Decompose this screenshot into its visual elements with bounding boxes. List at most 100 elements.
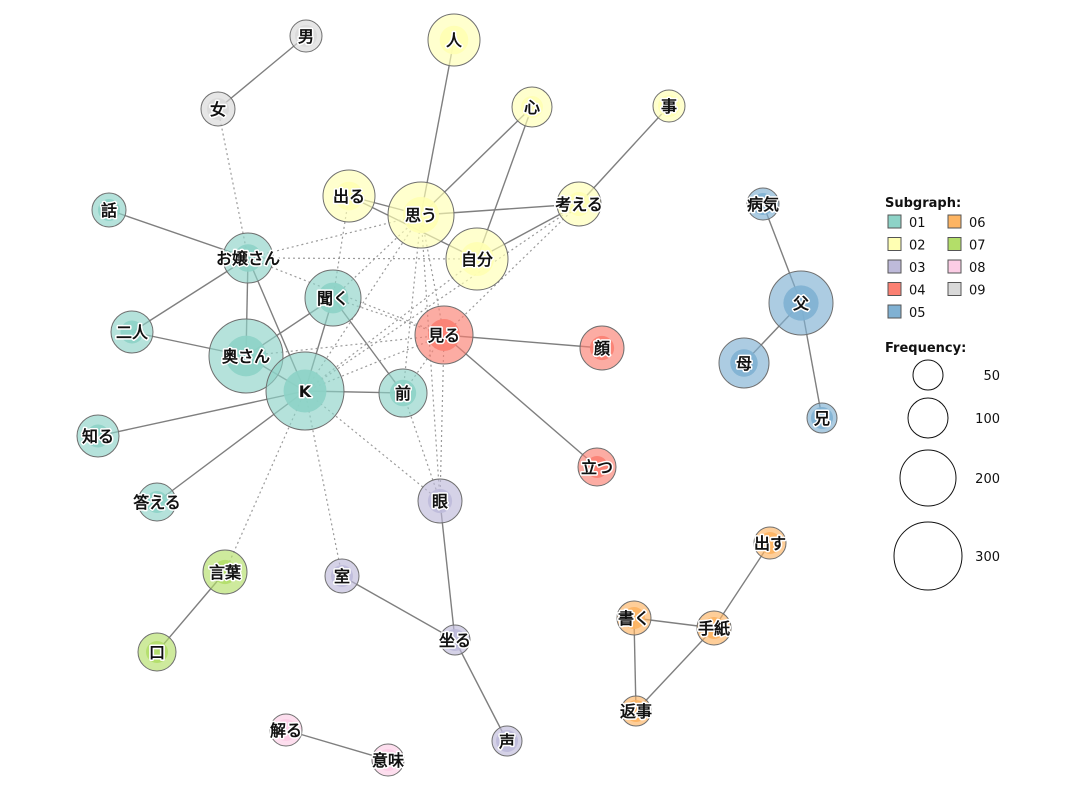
node-core: [120, 320, 144, 344]
node-core: [566, 191, 592, 217]
node-core: [625, 700, 647, 722]
node-お嬢さん[interactable]: お嬢さん: [214, 232, 282, 284]
node-女[interactable]: 女: [200, 91, 236, 127]
node-label: 声: [498, 732, 515, 751]
node-解る[interactable]: 解る: [268, 713, 304, 747]
node-母[interactable]: 母: [718, 337, 770, 389]
node-声[interactable]: 声: [491, 725, 523, 757]
edge-K-眼: [304, 390, 441, 502]
node-core: [427, 488, 453, 514]
legend-frequency-label: 200: [975, 472, 1000, 487]
node-label: 返事: [620, 702, 652, 721]
edge-眼-坐る: [439, 500, 456, 641]
node-core: [783, 285, 819, 321]
node-core: [703, 617, 725, 639]
legend-subgraph-07: 07: [947, 237, 986, 254]
node-core: [275, 719, 297, 741]
node-兄[interactable]: 兄: [806, 402, 838, 434]
node-父[interactable]: 父: [768, 270, 834, 336]
node-label: 言葉: [209, 563, 242, 582]
node-label: 事: [661, 97, 677, 116]
node-手紙[interactable]: 手紙: [696, 610, 732, 646]
node-core: [207, 98, 229, 120]
edge-お嬢さん-自分: [247, 257, 478, 260]
node-見る[interactable]: 見る: [414, 305, 474, 365]
legend-subgraph-label: 06: [969, 216, 986, 231]
node-考える[interactable]: 考える: [554, 181, 604, 227]
node-core: [98, 199, 120, 221]
node-core: [402, 196, 440, 234]
legend-subgraph-03: 03: [887, 259, 926, 276]
node-label: 病気: [747, 195, 779, 214]
node-出す[interactable]: 出す: [752, 526, 788, 560]
node-label: 答える: [133, 493, 181, 512]
legend-subgraph-01: 01: [887, 214, 926, 231]
node-label: 坐る: [439, 631, 471, 650]
node-知る[interactable]: 知る: [76, 414, 120, 458]
legend-frequency-200: 200: [899, 449, 1000, 507]
node-病気[interactable]: 病気: [745, 187, 781, 221]
legend-subgraph-label: 04: [909, 284, 926, 299]
node-core: [283, 369, 327, 413]
node-返事[interactable]: 返事: [618, 695, 654, 727]
node-label: 男: [298, 27, 314, 46]
edge-室-坐る: [341, 575, 456, 641]
node-人[interactable]: 人: [427, 13, 481, 67]
edge-奥さん-見る: [245, 334, 445, 357]
node-core: [444, 629, 466, 651]
legend-swatch: [947, 237, 962, 251]
node-K[interactable]: K: [265, 351, 345, 431]
node-立つ[interactable]: 立つ: [577, 447, 617, 487]
node-label: 出る: [333, 187, 365, 206]
legend-swatch: [947, 282, 962, 296]
node-自分[interactable]: 自分: [445, 227, 509, 291]
node-思う[interactable]: 思う: [387, 181, 455, 249]
node-label: 思う: [405, 206, 437, 225]
node-心[interactable]: 心: [511, 86, 553, 128]
node-二人[interactable]: 二人: [110, 310, 154, 354]
legend-subgraph-label: 02: [909, 239, 926, 254]
node-label: 出す: [754, 534, 786, 553]
node-label: 口: [149, 643, 165, 662]
node-label: 前: [395, 384, 411, 403]
legend-swatch: [887, 237, 902, 251]
node-顔[interactable]: 顔: [579, 325, 625, 371]
node-事[interactable]: 事: [652, 89, 686, 123]
legend-frequency-label: 50: [983, 369, 1000, 384]
edge-見る-立つ: [443, 334, 598, 468]
node-core: [295, 25, 317, 47]
node-答える[interactable]: 答える: [132, 482, 182, 522]
node-label: 顔: [593, 339, 611, 358]
legend-subgraph-label: 09: [969, 284, 986, 299]
node-core: [331, 565, 353, 587]
node-書く[interactable]: 書く: [616, 600, 652, 636]
node-core: [439, 25, 469, 55]
node-label: 兄: [813, 409, 830, 428]
node-label: お嬢さん: [216, 249, 280, 268]
node-聞く[interactable]: 聞く: [304, 269, 362, 327]
node-label: 聞く: [317, 289, 349, 308]
node-core: [586, 456, 608, 478]
node-奥さん[interactable]: 奥さん: [208, 318, 284, 394]
node-口[interactable]: 口: [137, 632, 177, 672]
edge-解る-意味: [285, 729, 389, 761]
node-意味[interactable]: 意味: [370, 743, 406, 777]
legend-subgraph-label: 08: [969, 261, 986, 276]
node-坐る[interactable]: 坐る: [437, 624, 473, 656]
node-言葉[interactable]: 言葉: [202, 549, 248, 595]
node-前[interactable]: 前: [378, 368, 428, 418]
legend-frequency-50: 50: [912, 359, 1000, 391]
node-眼[interactable]: 眼: [417, 478, 463, 524]
legend-subgraph-09: 09: [947, 282, 986, 299]
edge-手紙-返事: [635, 627, 715, 712]
node-話[interactable]: 話: [91, 192, 127, 228]
node-出る[interactable]: 出る: [322, 169, 376, 223]
node-core: [428, 319, 460, 351]
legend-frequency-circle: [907, 397, 949, 439]
node-男[interactable]: 男: [289, 19, 323, 53]
node-室[interactable]: 室: [324, 558, 360, 594]
node-core: [377, 749, 399, 771]
node-core: [334, 181, 364, 211]
